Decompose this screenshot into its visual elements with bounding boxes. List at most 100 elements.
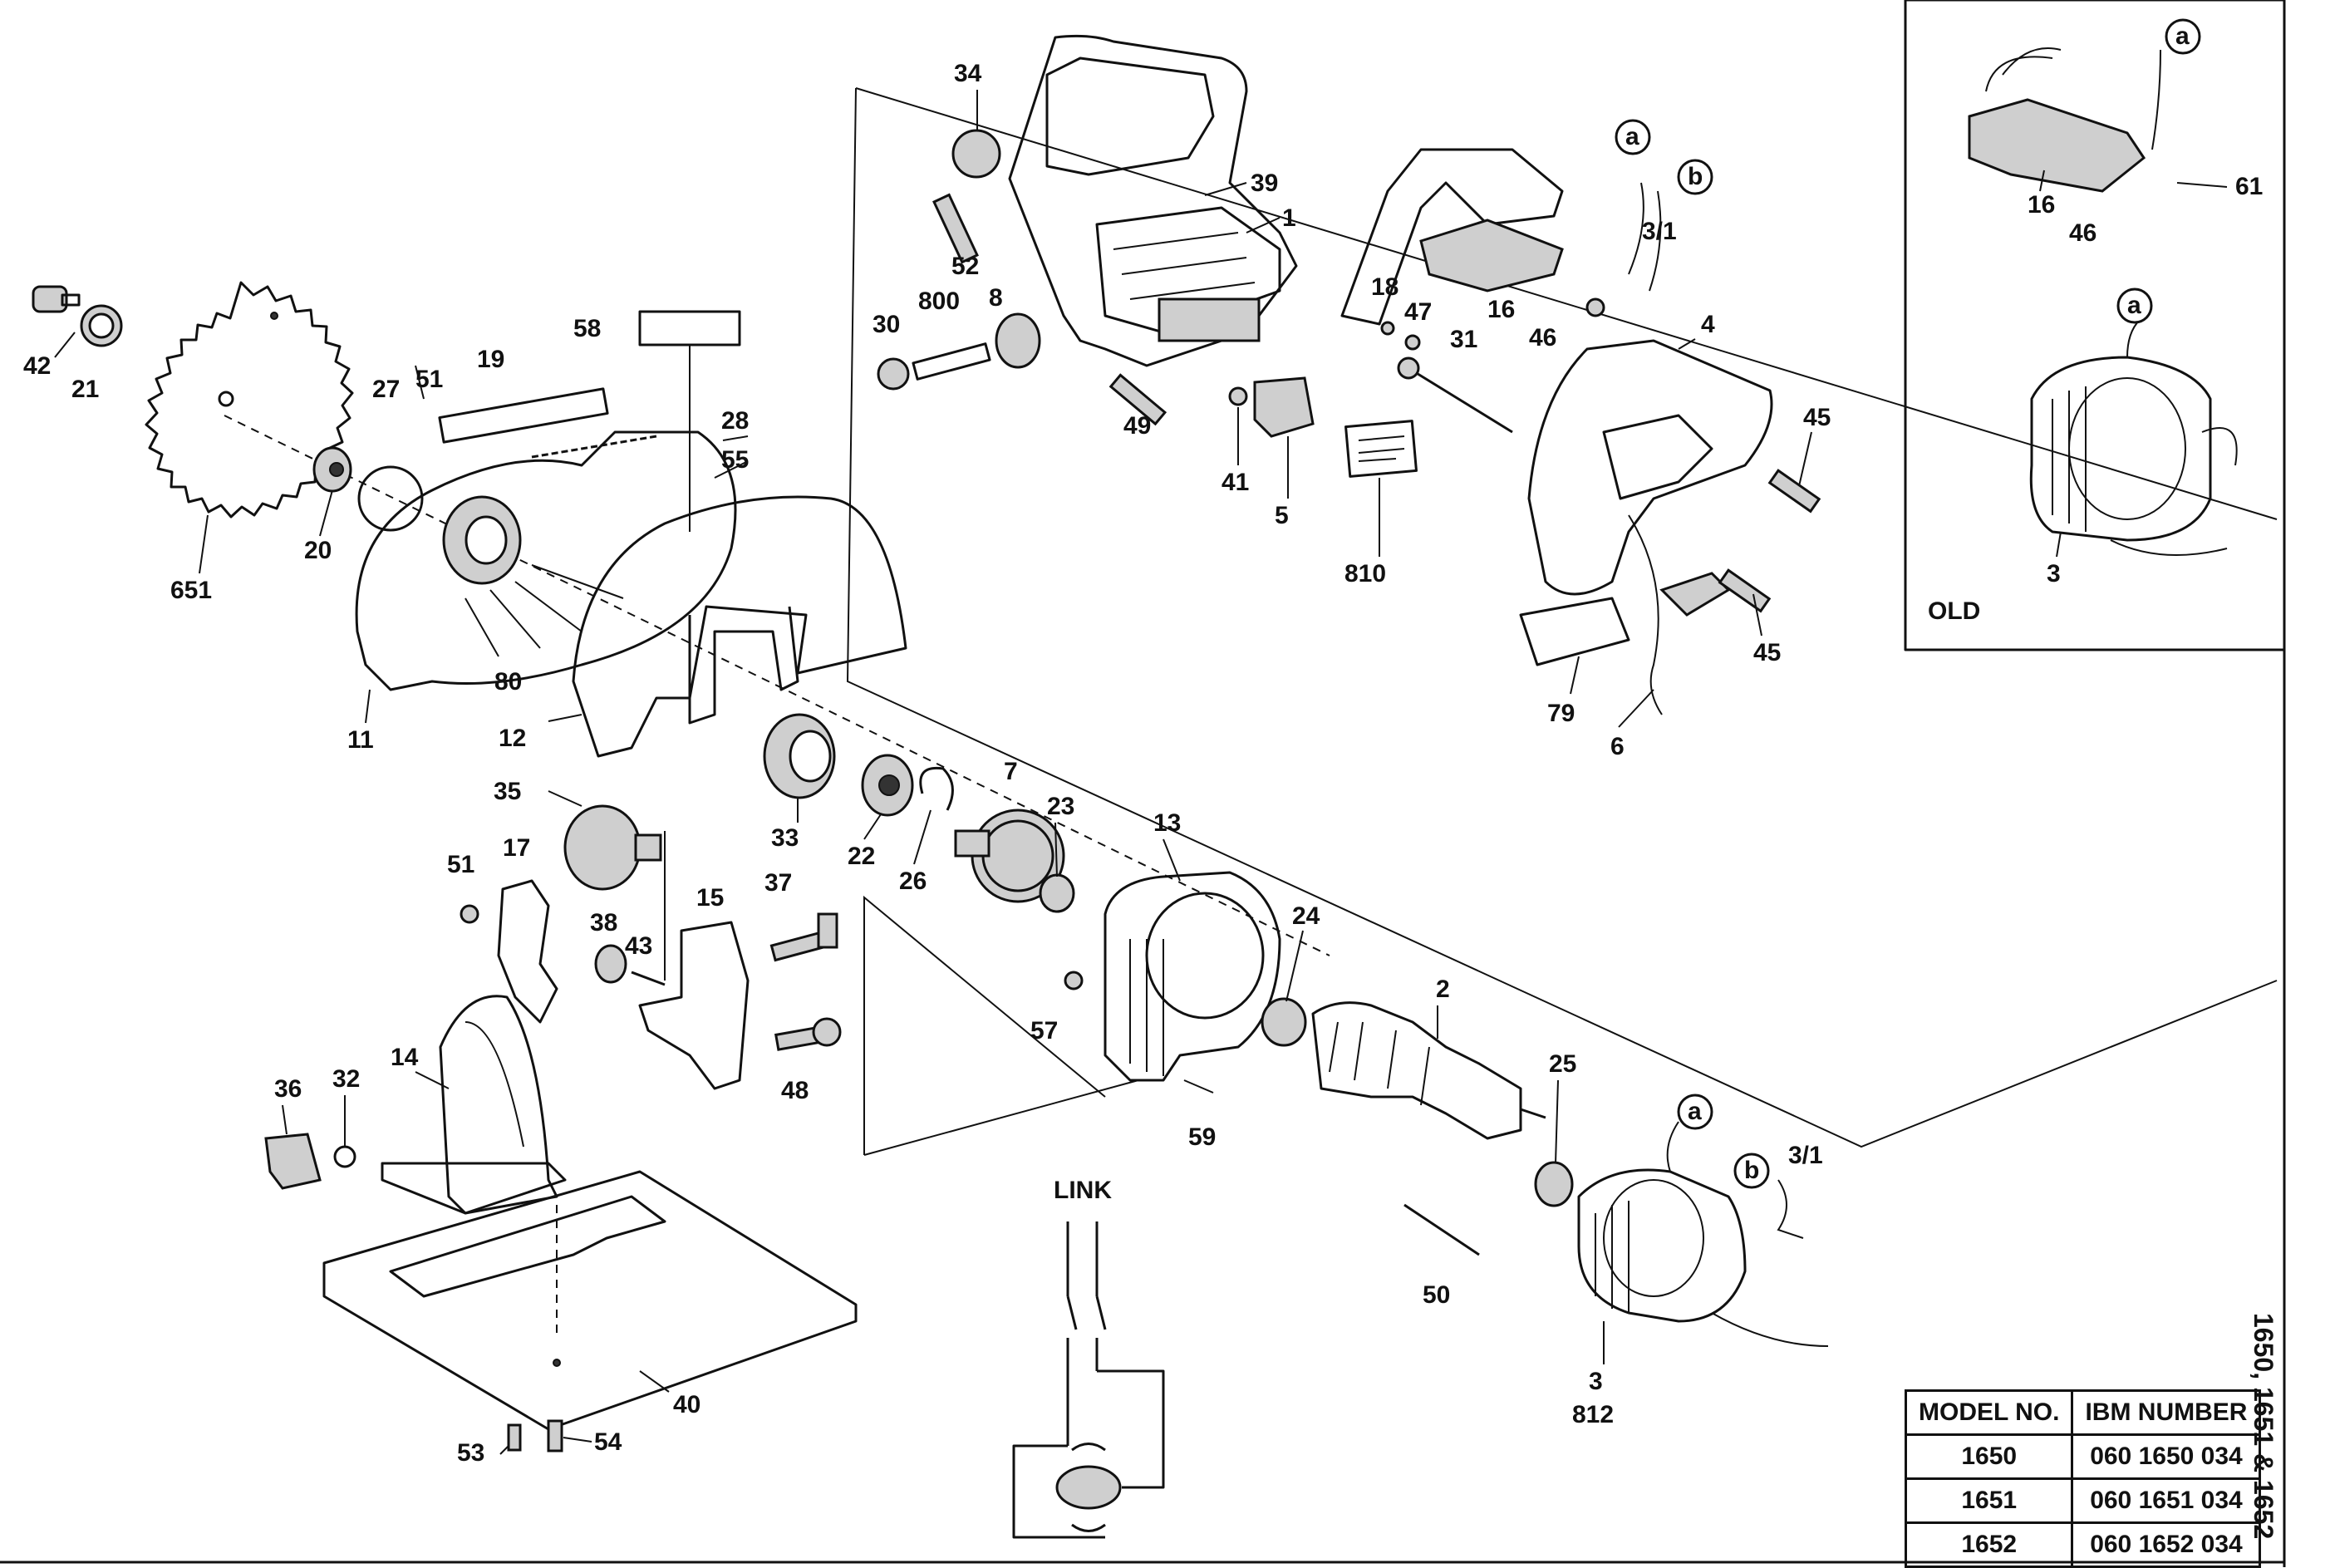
- rod-31: [1397, 356, 1513, 434]
- label-27: 27: [372, 376, 400, 403]
- spring-59: [1183, 1079, 1214, 1094]
- ring-27: [357, 465, 424, 532]
- label-16a: 16: [1487, 296, 1515, 323]
- label-1: 1: [1282, 204, 1296, 232]
- model-cell: 1651: [1904, 1477, 2074, 1524]
- label-46b: 46: [2069, 219, 2097, 247]
- label-20: 20: [304, 537, 332, 564]
- field-coil-3: [1577, 1168, 1747, 1323]
- label-43: 43: [625, 932, 652, 960]
- nameplate-810: [1344, 420, 1418, 478]
- label-24: 24: [1292, 902, 1320, 930]
- label-3a: 3: [1589, 1368, 1603, 1395]
- part-number-labels: 42 21 651 20 27 51 19 58 28 55 11 80 12 …: [23, 22, 2263, 1467]
- header-model-no: MODEL NO.: [1904, 1389, 2074, 1436]
- circle-b2: [1733, 1153, 1770, 1189]
- knob-35: [563, 804, 662, 891]
- label-79: 79: [1547, 700, 1575, 727]
- label-35: 35: [494, 778, 521, 805]
- label-40: 40: [673, 1391, 700, 1418]
- label-a4: a: [2127, 292, 2141, 319]
- label-a3: a: [2175, 22, 2190, 50]
- link-wiring-diagram: [1012, 1221, 1165, 1539]
- label-34: 34: [954, 60, 982, 87]
- side-model-code: 1650, 1651 & 1652: [2249, 1313, 2278, 1540]
- knob-34: [951, 129, 1001, 179]
- screw-18: [1380, 321, 1395, 336]
- model-number-table: MODEL NO. IBM NUMBER 1650 060 1650 034 1…: [1904, 1389, 2262, 1568]
- label-36: 36: [274, 1075, 302, 1103]
- label-51b: 51: [447, 851, 474, 878]
- label-a2: a: [1688, 1098, 1702, 1125]
- label-54: 54: [594, 1428, 622, 1456]
- label-3b: 3: [2047, 560, 2061, 587]
- bolt-48: [774, 1017, 842, 1051]
- label-old: OLD: [1928, 597, 1980, 625]
- gearbox-group-outline: [863, 895, 1106, 1155]
- table-row: 1650 060 1650 034: [1904, 1433, 2262, 1480]
- label-7: 7: [1004, 758, 1018, 785]
- label-b2: b: [1744, 1157, 1759, 1184]
- label-41: 41: [1222, 469, 1249, 496]
- screw-47: [1404, 334, 1421, 351]
- tag-79: [1519, 597, 1630, 666]
- label-39: 39: [1251, 170, 1278, 197]
- label-8: 8: [989, 284, 1003, 312]
- label-link: LINK: [1054, 1177, 1112, 1204]
- label-28: 28: [721, 407, 749, 435]
- label-11: 11: [347, 726, 374, 754]
- bushing-38: [594, 944, 627, 984]
- label-47: 47: [1404, 298, 1432, 326]
- flange-screw-42: [32, 285, 81, 313]
- label-52: 52: [951, 253, 979, 280]
- base-plate-40: [322, 1170, 858, 1431]
- screw-41: [1228, 386, 1248, 406]
- label-17: 17: [503, 834, 530, 862]
- table-row: 1652 060 1652 034: [1904, 1521, 2262, 1568]
- header-ibm-number: IBM NUMBER: [2071, 1389, 2262, 1436]
- model-cell: 1650: [1904, 1433, 2074, 1480]
- label-45b: 45: [1753, 639, 1781, 666]
- bearing-33: [763, 713, 836, 799]
- ibm-cell: 060 1650 034: [2071, 1433, 2262, 1480]
- circle-a3: [2165, 18, 2201, 55]
- inner-flange-20: [312, 446, 352, 493]
- label-48: 48: [781, 1077, 809, 1104]
- saw-blade-part: [145, 281, 354, 519]
- label-30: 30: [873, 311, 900, 338]
- gear-7: [954, 809, 1065, 903]
- label-50: 50: [1423, 1281, 1450, 1309]
- gearbox-group-bottom-line: [863, 1079, 1139, 1156]
- label-23: 23: [1047, 793, 1074, 820]
- circle-a2: [1677, 1094, 1713, 1130]
- label-2: 2: [1436, 976, 1450, 1003]
- label-3-1b: 3/1: [1788, 1142, 1823, 1169]
- screw-45b: [1718, 568, 1772, 613]
- handle-frame: [1340, 148, 1564, 326]
- nut-30: [877, 357, 910, 391]
- label-58: 58: [573, 315, 601, 342]
- label-46a: 46: [1529, 324, 1556, 351]
- old-field-coil-3: [2029, 319, 2238, 556]
- label-49: 49: [1123, 412, 1151, 440]
- label-a1: a: [1625, 123, 1639, 150]
- handle-4: [1527, 339, 1773, 617]
- armature-2: [1311, 1001, 1546, 1140]
- wire-a-field: [1666, 1121, 1679, 1172]
- table-header-row: MODEL NO. IBM NUMBER: [1904, 1389, 2262, 1436]
- table-row: 1651 060 1651 034: [1904, 1477, 2262, 1524]
- screw-49: [1108, 373, 1167, 426]
- label-31: 31: [1450, 326, 1477, 353]
- screw-45a: [1767, 469, 1821, 514]
- motor-housing-1: [1008, 34, 1298, 367]
- circle-b1: [1677, 159, 1713, 195]
- label-53: 53: [457, 1439, 484, 1467]
- lead-3-1: [1777, 1179, 1804, 1239]
- label-800: 800: [918, 288, 960, 315]
- bevel-quadrant-14: [381, 995, 567, 1215]
- label-42: 42: [23, 352, 51, 380]
- label-14: 14: [391, 1044, 419, 1071]
- screw-46: [1585, 297, 1605, 317]
- screw-54: [547, 1419, 563, 1452]
